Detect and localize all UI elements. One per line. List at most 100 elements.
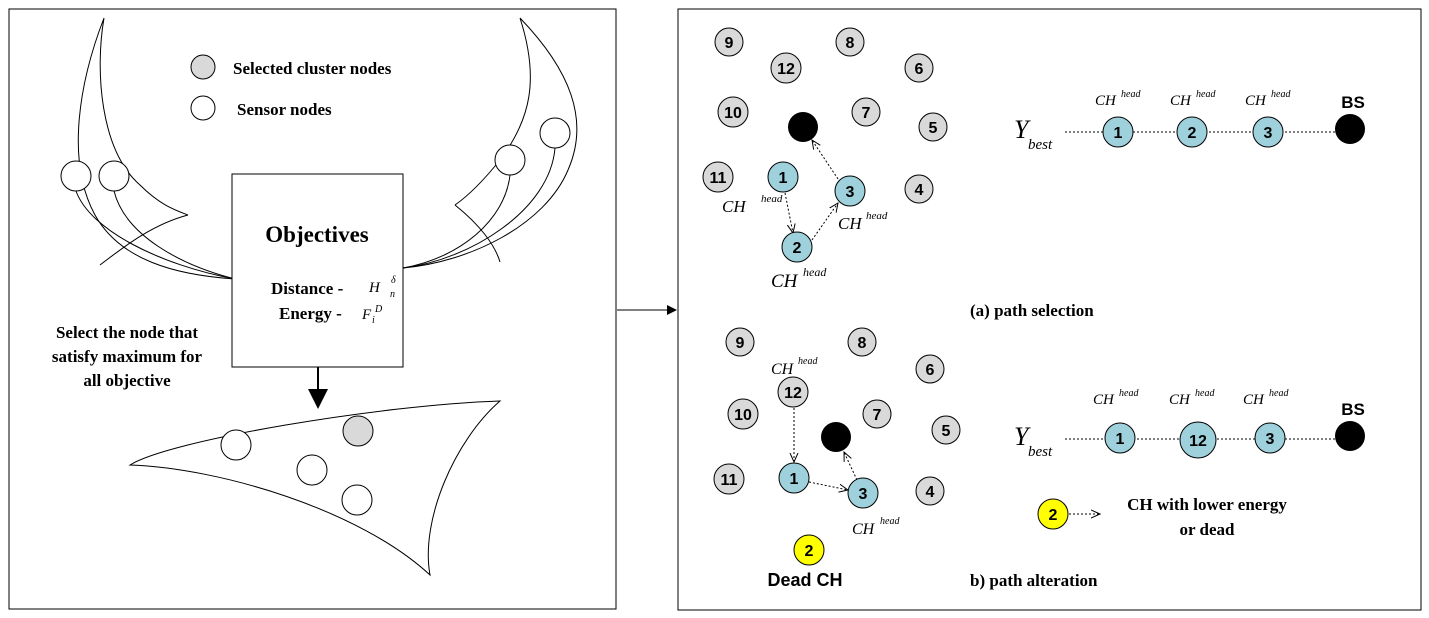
svg-text:CH: CH (771, 271, 799, 292)
sensor-node (539, 117, 571, 149)
sensor-node (494, 144, 526, 176)
svg-text:head: head (1121, 89, 1141, 100)
path-node: 3 (1252, 116, 1284, 148)
svg-text:head: head (1269, 388, 1289, 399)
panel-b-grey-nodes: 9 8 6 12 10 7 5 11 4 (713, 327, 961, 506)
svg-text:CH: CH (1095, 93, 1117, 109)
svg-text:9: 9 (725, 35, 734, 52)
svg-text:7: 7 (873, 407, 882, 424)
blue-node: 3 (834, 175, 866, 207)
sensor-node (341, 484, 373, 516)
panel-a-caption: (a) path selection (970, 301, 1094, 320)
svg-text:CH: CH (838, 214, 863, 233)
legend-selected-label: Selected cluster nodes (233, 59, 392, 78)
svg-text:5: 5 (929, 120, 938, 137)
svg-text:1: 1 (1114, 125, 1123, 142)
svg-text:head: head (1271, 89, 1291, 100)
grey-node: 7 (851, 97, 881, 127)
dead-ch-node: 2 (793, 534, 825, 566)
svg-text:5: 5 (942, 423, 951, 440)
svg-text:head: head (761, 193, 783, 205)
route-arrow (784, 192, 793, 233)
grey-node: 8 (847, 327, 877, 357)
dead-ch-label: Dead CH (767, 570, 842, 590)
svg-text:8: 8 (846, 35, 855, 52)
blue-node: 2 (781, 231, 813, 263)
svg-text:10: 10 (734, 407, 752, 424)
svg-text:3: 3 (846, 184, 855, 201)
link-line (113, 190, 236, 280)
grey-node: 6 (904, 53, 934, 83)
svg-text:3: 3 (859, 486, 868, 503)
svg-text:head: head (798, 356, 818, 367)
svg-text:12: 12 (784, 385, 802, 402)
svg-text:11: 11 (710, 170, 727, 187)
grey-node: 5 (931, 415, 961, 445)
svg-text:head: head (1119, 388, 1139, 399)
grey-node: 12 (777, 376, 809, 408)
svg-text:head: head (880, 516, 900, 527)
bs-label: BS (1341, 93, 1365, 112)
blue-node: 1 (778, 462, 810, 494)
ch-head-label: CH head (1243, 388, 1289, 408)
energy-sub: i (372, 315, 375, 326)
svg-text:6: 6 (915, 61, 924, 78)
objectives-box (231, 173, 404, 368)
svg-text:head: head (1195, 388, 1215, 399)
svg-text:head: head (866, 210, 888, 222)
panel-a-grey-nodes: 9 8 12 6 10 7 5 11 4 (702, 27, 948, 204)
svg-text:1: 1 (790, 471, 799, 488)
path-node: 3 (1254, 422, 1286, 454)
grey-node: 6 (915, 354, 945, 384)
bottom-pareto-surface (128, 400, 502, 577)
legend-selected-node (190, 54, 216, 80)
svg-text:CH: CH (771, 361, 795, 378)
blue-node: 1 (767, 161, 799, 193)
route-arrow (808, 481, 848, 490)
svg-text:1: 1 (779, 170, 788, 187)
svg-text:CH: CH (1245, 93, 1267, 109)
path-node: 1 (1104, 422, 1136, 454)
svg-text:CH: CH (1169, 392, 1191, 408)
grey-node: 10 (717, 96, 749, 128)
grey-node: 11 (713, 463, 745, 495)
svg-text:2: 2 (1188, 125, 1197, 142)
svg-text:3: 3 (1264, 125, 1273, 142)
select-text-line: satisfy maximum for (52, 347, 203, 366)
selected-node (342, 415, 374, 447)
svg-text:head: head (1196, 89, 1216, 100)
link-line (402, 147, 556, 269)
grey-node: 10 (727, 398, 759, 430)
legend-sensor-label: Sensor nodes (237, 100, 332, 119)
sink-node-a (788, 112, 818, 142)
svg-text:CH: CH (1243, 392, 1265, 408)
distance-label: Distance - (271, 279, 344, 298)
svg-text:2: 2 (805, 543, 814, 560)
svg-text:3: 3 (1266, 431, 1275, 448)
path-node: 12 (1179, 421, 1217, 459)
svg-text:7: 7 (862, 105, 871, 122)
base-station-node (1335, 421, 1365, 451)
grey-node: 4 (904, 174, 934, 204)
svg-text:12: 12 (1189, 433, 1207, 450)
link-line (402, 174, 511, 269)
sensor-node (220, 429, 252, 461)
sensor-node (60, 160, 92, 192)
panel-b-caption: b) path alteration (970, 571, 1098, 590)
svg-text:2: 2 (793, 240, 802, 257)
svg-text:4: 4 (926, 484, 935, 501)
svg-text:CH: CH (1093, 392, 1115, 408)
distance-symbol: H (368, 280, 381, 296)
objectives-title: Objectives (265, 222, 369, 247)
svg-text:CH with lower energy: CH with lower energy (1127, 495, 1287, 514)
grey-node: 9 (714, 27, 744, 57)
dead-ch-legend: 2 CH with lower energy or dead (1037, 495, 1287, 539)
svg-text:10: 10 (724, 105, 742, 122)
grey-node: 5 (918, 112, 948, 142)
ch-head-label: CH head (1095, 89, 1141, 109)
